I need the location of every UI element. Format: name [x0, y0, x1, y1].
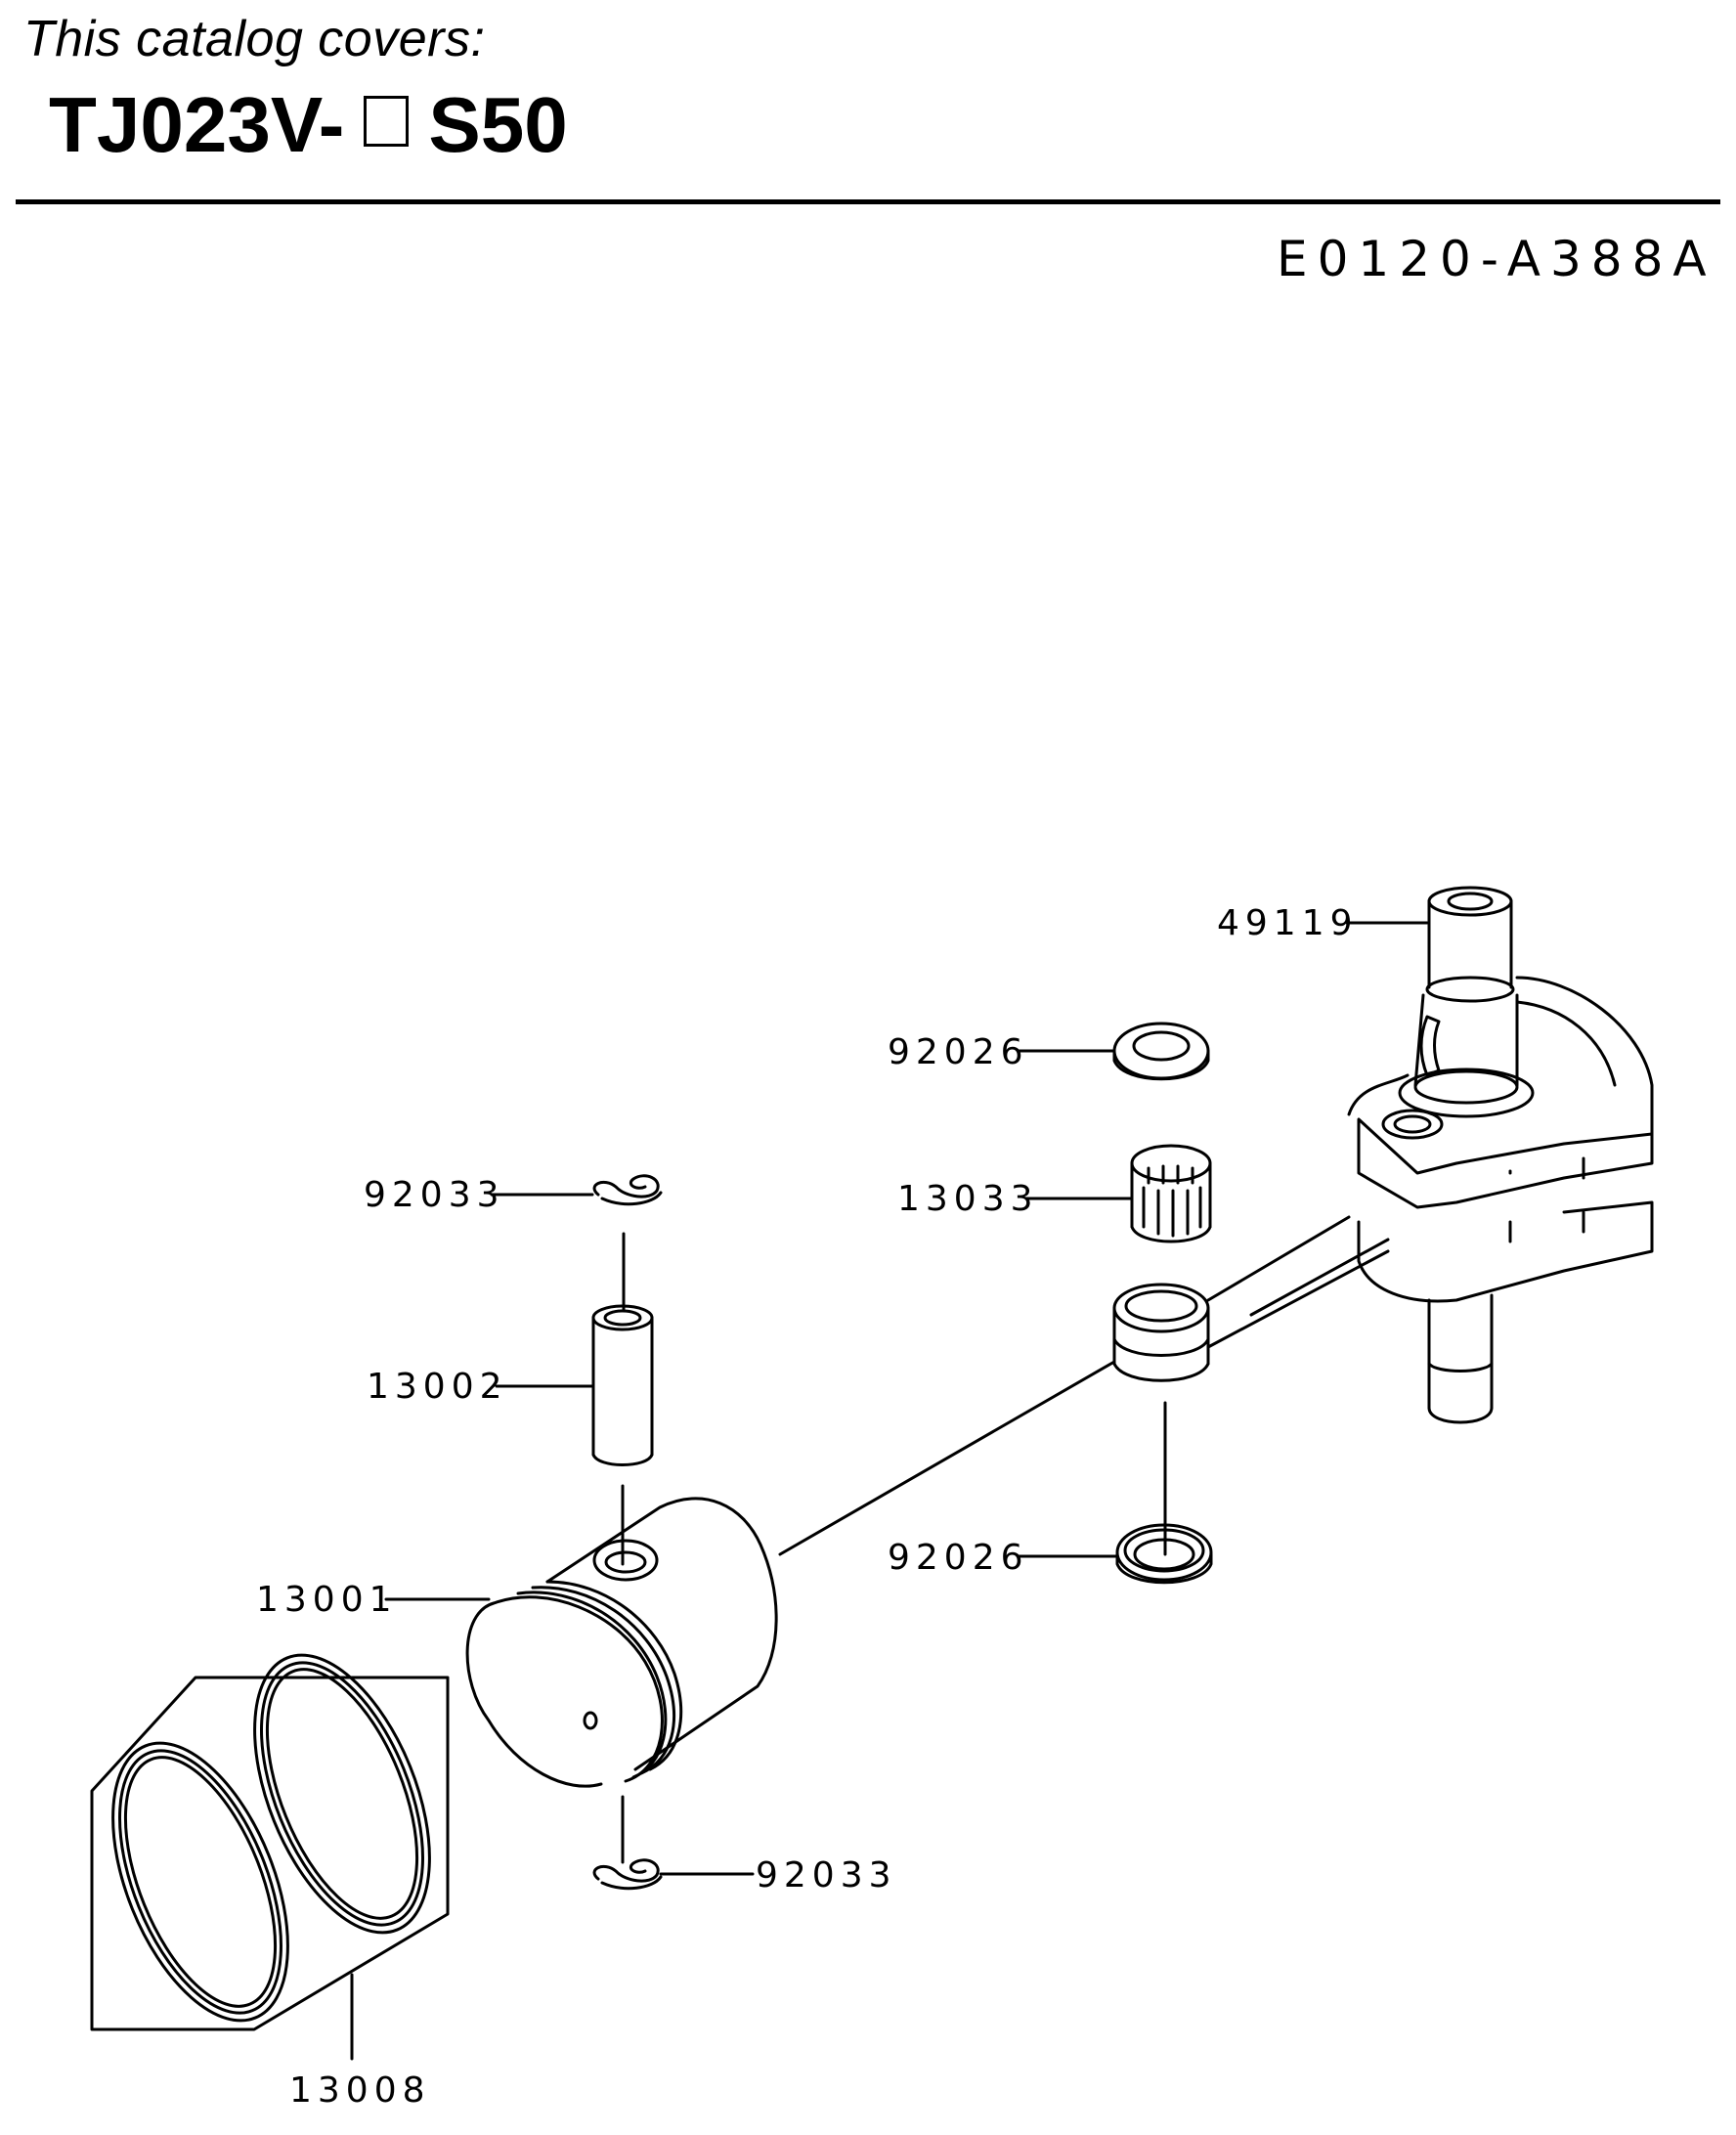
part-callout-92033-upper[interactable]: 92033	[364, 1175, 594, 1215]
circlip-lower-drawing	[592, 1858, 663, 1891]
part-callout-13033[interactable]: 13033	[897, 1179, 1133, 1219]
piston-drawing	[465, 1497, 778, 1788]
part-number-13001: 13001	[256, 1580, 398, 1620]
part-callout-92033-lower[interactable]: 92033	[659, 1855, 897, 1895]
circlip-upper-drawing	[592, 1174, 663, 1206]
assembly-guide-line	[778, 1360, 1116, 1556]
header-divider	[16, 199, 1720, 204]
washer-upper-drawing	[1112, 1022, 1210, 1081]
figure-code: E0120-A388A	[1277, 231, 1716, 287]
model-prefix: TJ023V-	[49, 81, 345, 168]
washer-lower-drawing	[1115, 1523, 1213, 1585]
needle-bearing-drawing	[1130, 1144, 1212, 1243]
part-number-13002: 13002	[367, 1367, 508, 1407]
part-number-13008: 13008	[289, 2070, 431, 2111]
model-designation: TJ023V- S50	[49, 80, 568, 170]
part-number-92026-lower: 92026	[888, 1538, 1029, 1578]
part-callout-49119[interactable]: 49119	[1217, 903, 1429, 943]
part-callout-13002[interactable]: 13002	[367, 1367, 594, 1407]
part-callout-92026-lower[interactable]: 92026	[888, 1538, 1119, 1578]
crankshaft-drawing	[1206, 886, 1654, 1424]
part-number-92026-upper: 92026	[888, 1032, 1029, 1072]
part-callout-13001[interactable]: 13001	[256, 1580, 491, 1620]
connecting-rod-small-end-drawing	[1112, 1283, 1210, 1382]
part-number-49119: 49119	[1217, 903, 1359, 943]
part-callout-13008[interactable]: 13008	[289, 1973, 431, 2111]
piston-pin-drawing	[591, 1304, 654, 1466]
part-number-92033-upper: 92033	[364, 1175, 505, 1215]
part-callout-92026-upper[interactable]: 92026	[888, 1032, 1116, 1072]
piston-ring-set-drawing	[90, 1653, 450, 2031]
part-number-13033: 13033	[897, 1179, 1039, 1219]
catalog-cover-label: This catalog covers:	[23, 11, 486, 67]
model-suffix: S50	[428, 81, 568, 168]
model-variant-box-icon	[364, 96, 410, 147]
part-number-92033-lower: 92033	[756, 1855, 897, 1895]
